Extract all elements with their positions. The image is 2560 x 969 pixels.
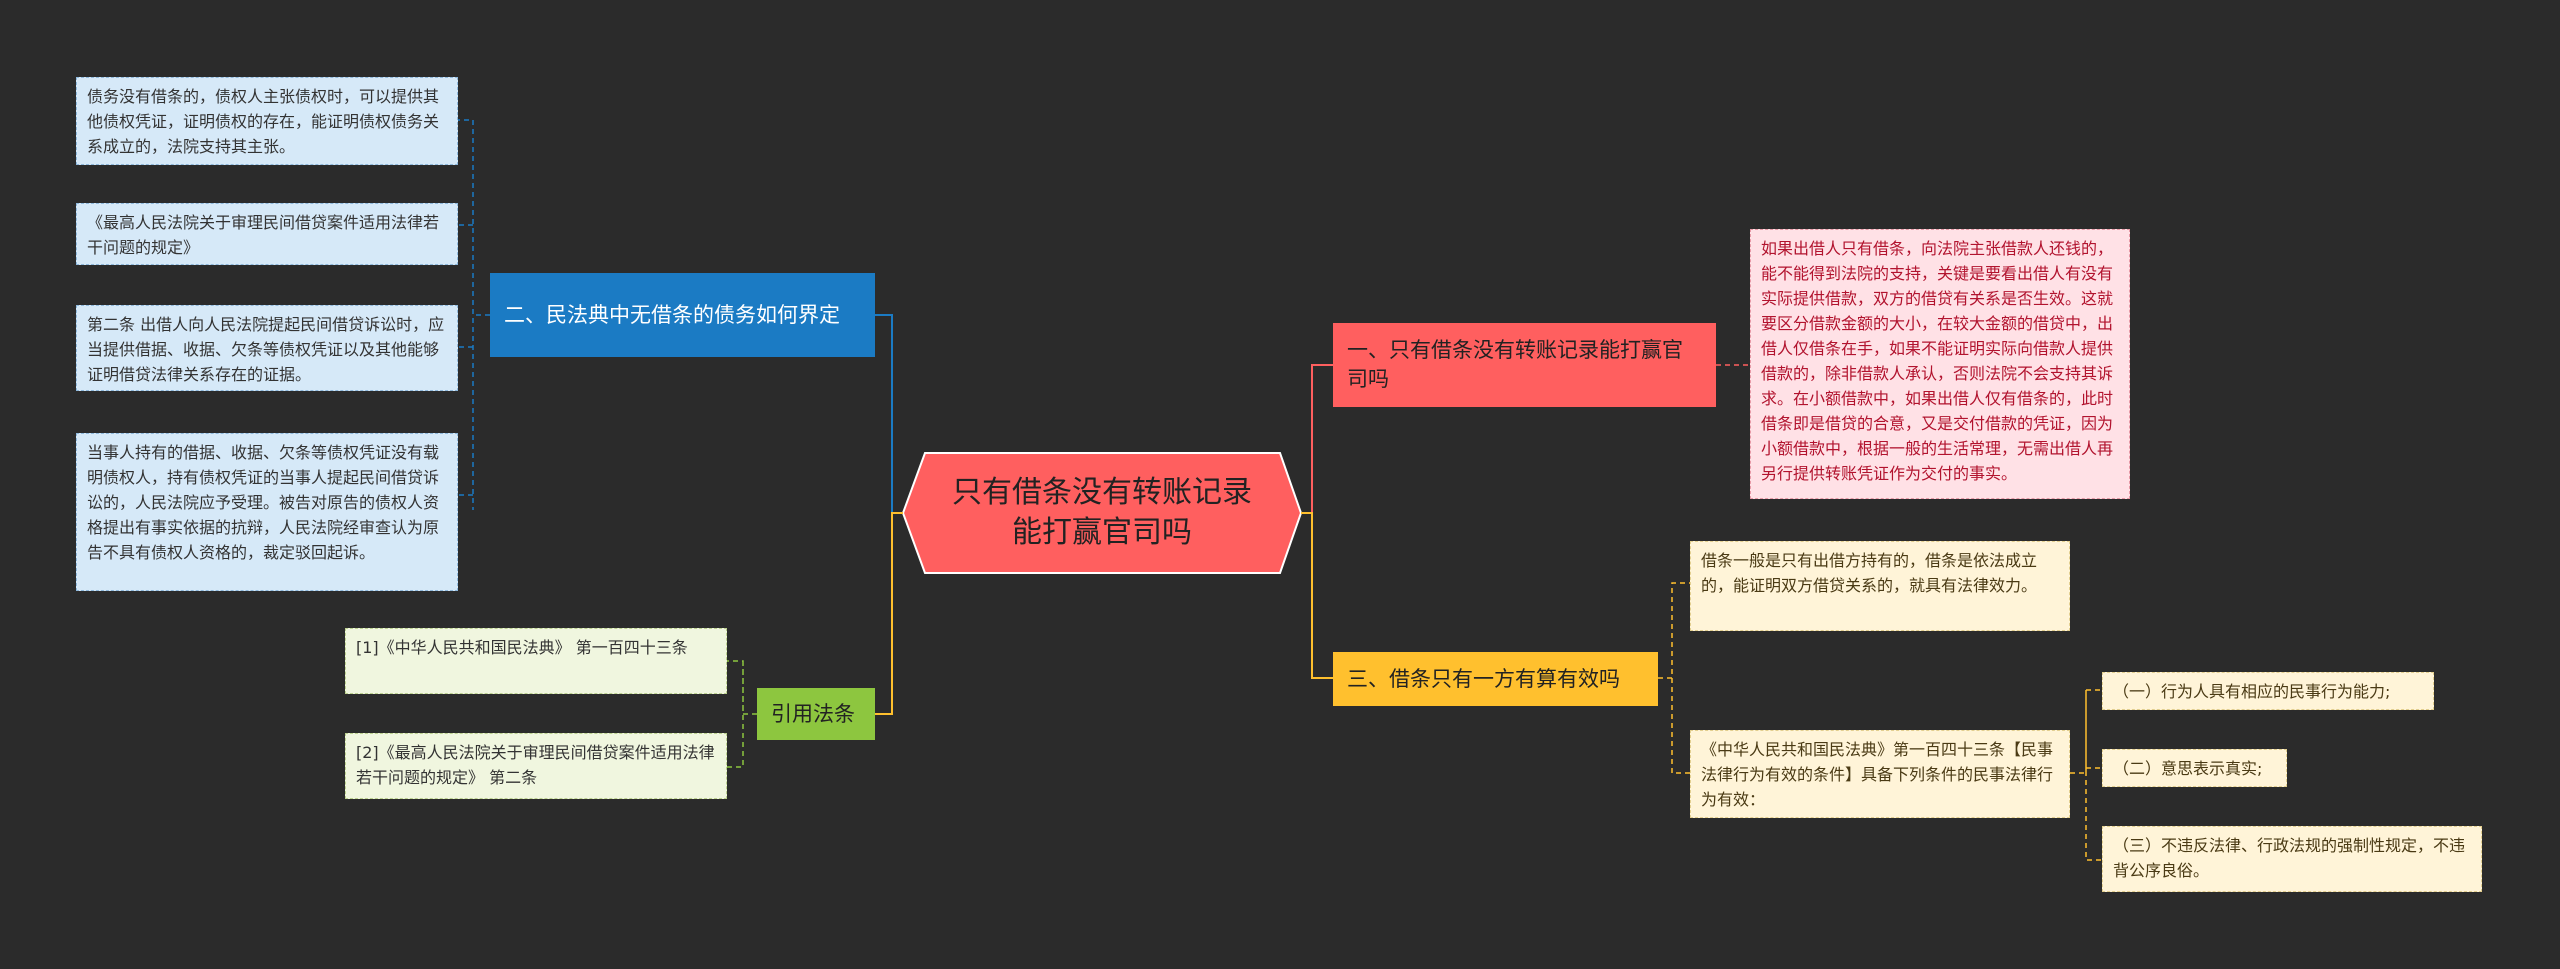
link-root-b3 xyxy=(1301,512,1333,679)
branch-1[interactable]: 一、只有借条没有转账记录能打赢官司吗 xyxy=(1333,323,1716,407)
leaf-l2b[interactable]: 《最高人民法院关于审理民间借贷案件适用法律若干问题的规定》 xyxy=(76,203,458,265)
leaf-l2c[interactable]: 第二条 出借人向人民法院提起民间借贷诉讼时，应当提供借据、收据、欠条等债权凭证以… xyxy=(76,305,458,391)
link-r3b-subs xyxy=(2070,689,2102,861)
leaf-l2a[interactable]: 债务没有借条的，债权人主张债权时，可以提供其他债权凭证，证明债权的存在，能证明债… xyxy=(76,77,458,165)
link-root-b4 xyxy=(875,512,903,715)
link-b3-r3 xyxy=(1658,582,1690,774)
branch-4[interactable]: 引用法条 xyxy=(757,688,875,740)
root-topic[interactable]: 只有借条没有转账记录能打赢官司吗 xyxy=(952,475,1252,550)
leaf-r3b1[interactable]: （一）行为人具有相应的民事行为能力; xyxy=(2102,672,2434,710)
leaf-r3a[interactable]: 借条一般是只有出借方持有的，借条是依法成立的，能证明双方借贷关系的，就具有法律效… xyxy=(1690,541,2070,631)
leaf-l2d[interactable]: 当事人持有的借据、收据、欠条等债权凭证没有载明债权人，持有债权凭证的当事人提起民… xyxy=(76,433,458,591)
link-root-b2 xyxy=(875,314,903,514)
leaf-r3b3[interactable]: （三）不违反法律、行政法规的强制性规定，不违背公序良俗。 xyxy=(2102,826,2482,892)
leaf-r3b2[interactable]: （二）意思表示真实; xyxy=(2102,749,2287,787)
branch-3[interactable]: 三、借条只有一方有算有效吗 xyxy=(1333,652,1658,706)
link-root-b1 xyxy=(1301,364,1333,514)
branch-2[interactable]: 二、民法典中无借条的债务如何界定 xyxy=(490,273,875,357)
link-b2-leaves xyxy=(458,119,490,510)
leaf-l4b[interactable]: [2]《最高人民法院关于审理民间借贷案件适用法律若干问题的规定》 第二条 xyxy=(345,733,727,799)
link-b4-leaves xyxy=(727,660,757,768)
leaf-r1[interactable]: 如果出借人只有借条，向法院主张借款人还钱的，能不能得到法院的支持，关键是要看出借… xyxy=(1750,229,2130,499)
leaf-r3b[interactable]: 《中华人民共和国民法典》第一百四十三条【民事法律行为有效的条件】具备下列条件的民… xyxy=(1690,730,2070,818)
leaf-l4a[interactable]: [1]《中华人民共和国民法典》 第一百四十三条 xyxy=(345,628,727,694)
